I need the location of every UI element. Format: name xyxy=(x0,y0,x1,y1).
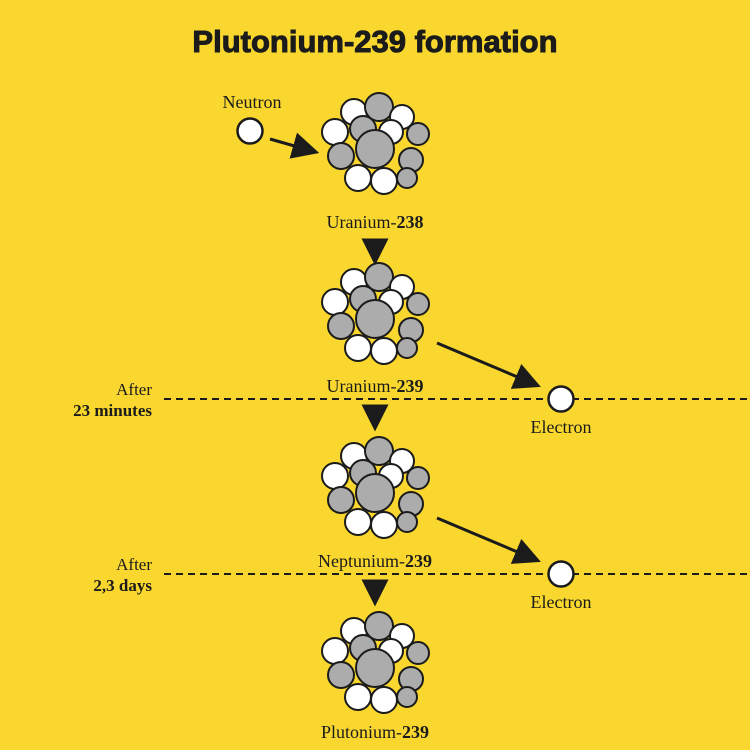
stage-mass: 239 xyxy=(396,376,423,396)
halflife-time-2: 2,3 days xyxy=(93,576,152,595)
stage-mass: 238 xyxy=(396,212,423,232)
stage-name: Uranium- xyxy=(327,376,397,396)
stage-label-plutonium-239: Plutonium-239 xyxy=(321,722,429,742)
stage-name: Uranium- xyxy=(327,212,397,232)
neutron-capture-arrow xyxy=(269,132,320,159)
electron-label-2: Electron xyxy=(531,592,592,612)
neutron-label: Neutron xyxy=(223,92,282,112)
beta-emission-arrow-1 xyxy=(436,341,541,389)
stage-label-uranium-238: Uranium-238 xyxy=(327,212,424,232)
electron-particle-2 xyxy=(547,560,575,588)
halflife-after-label-2: After xyxy=(116,555,152,574)
stage-name: Plutonium- xyxy=(321,722,402,742)
stage-label-neptunium-239: Neptunium-239 xyxy=(318,551,432,571)
halflife-time-1: 23 minutes xyxy=(73,401,152,420)
halflife-after-label-1: After xyxy=(116,380,152,399)
stage-label-uranium-239: Uranium-239 xyxy=(327,376,424,396)
neutron-particle xyxy=(236,117,264,145)
stage-mass: 239 xyxy=(405,551,432,571)
electron-label-1: Electron xyxy=(531,417,592,437)
beta-emission-arrow-2 xyxy=(436,516,541,564)
electron-particle-1 xyxy=(547,385,575,413)
stage-mass: 239 xyxy=(402,722,429,742)
stage-name: Neptunium- xyxy=(318,551,405,571)
page-title: Plutonium-239 formation xyxy=(192,24,557,59)
